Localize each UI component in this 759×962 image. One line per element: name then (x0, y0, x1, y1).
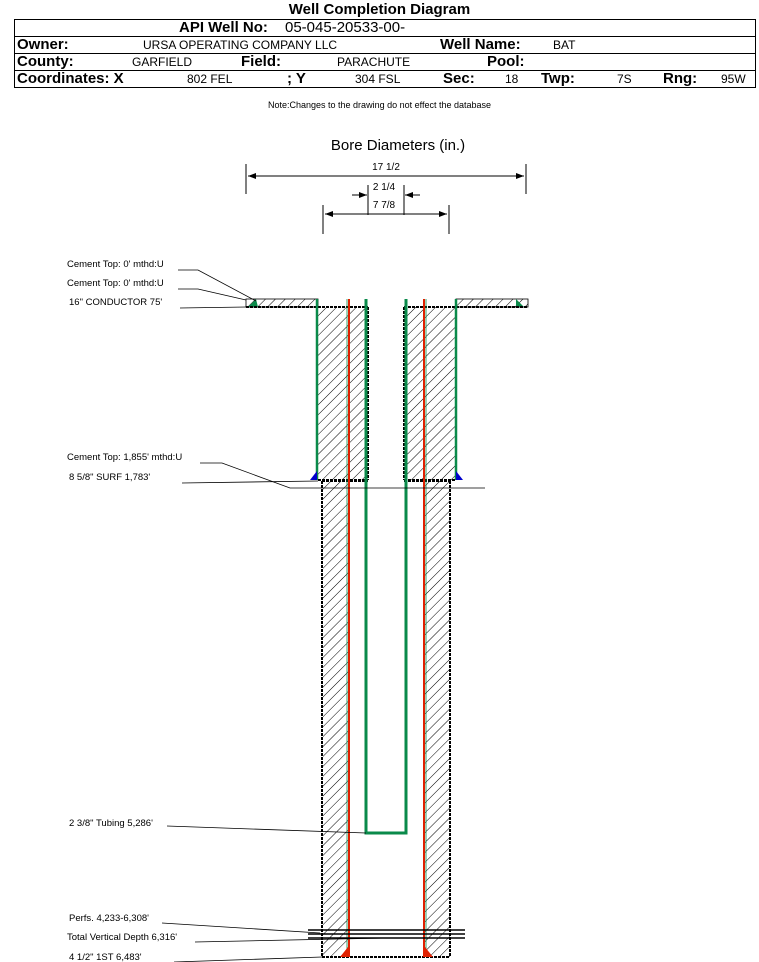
county-value: GARFIELD (132, 55, 193, 69)
leader-cement-top-1 (178, 269, 257, 302)
field-label: Field: (241, 53, 281, 70)
leader-cement-top-3 (200, 462, 485, 489)
cement-top-label-2: Cement Top: 0' mthd:U (67, 278, 164, 289)
owner-value: URSA OPERATING COMPANY LLC (143, 38, 338, 52)
leader-production-casing (173, 956, 323, 962)
total-depth-label: Total Vertical Depth 6,316' (67, 932, 177, 943)
leader-perforations (161, 922, 321, 934)
production-shoe-right (425, 947, 433, 957)
conductor-label: 16" CONDUCTOR 75' (69, 297, 162, 308)
leader-cement-top-2 (178, 288, 247, 301)
outer-diameter-label: 17 1/2 (372, 162, 400, 173)
field-value: PARACHUTE (337, 55, 411, 69)
api-label: API Well No: (179, 19, 268, 36)
tubing-string (364, 299, 408, 835)
diagram-title: Well Completion Diagram (288, 1, 471, 18)
conductor-shoe-right (516, 299, 524, 307)
leader-conductor (179, 306, 247, 309)
header-row-coordinates: Coordinates: X 802 FEL ; Y 304 FSL Sec: … (15, 71, 755, 88)
owner-label: Owner: (17, 36, 69, 53)
coord-x-value: 802 FEL (187, 72, 233, 86)
api-value: 05-045-20533-00- (285, 19, 406, 36)
tubing-label: 2 3/8" Tubing 5,286' (69, 818, 153, 829)
perforations-label: Perfs. 4,233-6,308' (69, 913, 149, 924)
twp-value: 7S (617, 72, 632, 86)
production-casing-label: 4 1/2" 1ST 6,483' (69, 952, 142, 962)
sec-value: 18 (505, 72, 519, 86)
middle-diameter-label: 7 7/8 (373, 200, 396, 211)
database-note: Note:Changes to the drawing do not effec… (268, 100, 491, 110)
coord-y-value: 304 FSL (355, 72, 401, 86)
leader-surface-casing (181, 480, 319, 484)
production-shoe-left (340, 947, 348, 957)
surface-casing-label: 8 5/8" SURF 1,783' (69, 472, 150, 483)
production-cement-left (323, 481, 349, 957)
production-cement-right (424, 481, 450, 957)
rng-value: 95W (721, 72, 746, 86)
cement-top-label-1: Cement Top: 0' mthd:U (67, 259, 164, 270)
cement-top-label-3: Cement Top: 1,855' mthd:U (67, 452, 182, 463)
header-row-owner: Owner: URSA OPERATING COMPANY LLC Well N… (15, 37, 755, 54)
bore-diameters-title: Bore Diameters (in.) (331, 137, 465, 154)
coord-x-label: Coordinates: X (17, 70, 124, 87)
surface-cement-right (404, 307, 456, 480)
pool-label: Pool: (487, 53, 525, 70)
header-row-api: API Well No: 05-045-20533-00- (15, 20, 755, 37)
surface-shoe-right (456, 471, 463, 480)
rng-label: Rng: (663, 70, 698, 87)
sec-label: Sec: (443, 70, 475, 87)
well-name-value: BAT (553, 38, 576, 52)
leader-tubing (166, 825, 367, 834)
surface-shoe-left (310, 471, 317, 480)
coord-y-label: ; Y (287, 70, 306, 87)
leader-total-depth (194, 937, 387, 943)
surface-cement-left (318, 307, 368, 480)
twp-label: Twp: (541, 70, 575, 87)
inner-diameter-label: 2 1/4 (373, 182, 396, 193)
well-header-table: API Well No: 05-045-20533-00- Owner: URS… (14, 19, 756, 88)
header-row-county: County: GARFIELD Field: PARACHUTE Pool: (15, 54, 755, 71)
well-name-label: Well Name: (440, 36, 521, 53)
county-label: County: (17, 53, 74, 70)
